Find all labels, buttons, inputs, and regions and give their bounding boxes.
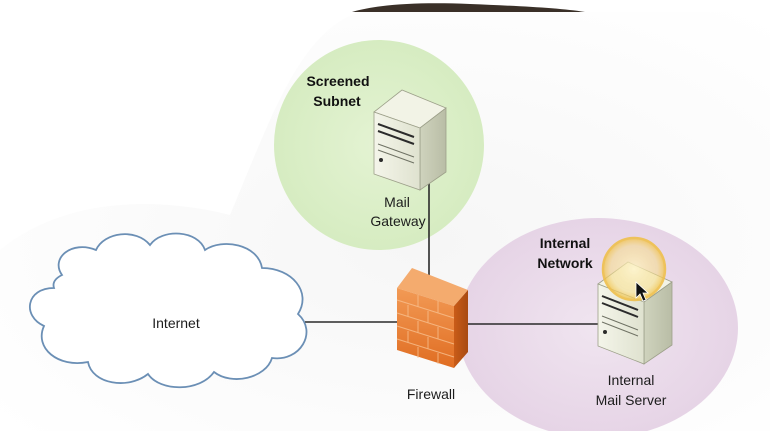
screened-subnet-label-line1: Screened: [306, 73, 369, 89]
mail-gateway-label-line2: Gateway: [370, 213, 425, 229]
screened-subnet-label-line2: Subnet: [313, 93, 361, 109]
server-icon: [373, 89, 447, 191]
internal-mail-server-label-line1: Internal: [608, 372, 655, 388]
firewall-label: Firewall: [407, 386, 455, 402]
cloud-icon: [29, 232, 308, 389]
internet-label: Internet: [152, 315, 200, 331]
internal-network-label-line2: Network: [537, 255, 592, 271]
cursor-icon: [635, 281, 650, 302]
internal-network-label-line1: Internal: [540, 235, 591, 251]
internal-mail-server-label-line2: Mail Server: [596, 392, 667, 408]
top-image-strip: [352, 3, 585, 12]
cursor-highlight: [601, 236, 667, 302]
mail-gateway-label-line1: Mail: [384, 194, 410, 210]
firewall-icon: [396, 268, 468, 368]
